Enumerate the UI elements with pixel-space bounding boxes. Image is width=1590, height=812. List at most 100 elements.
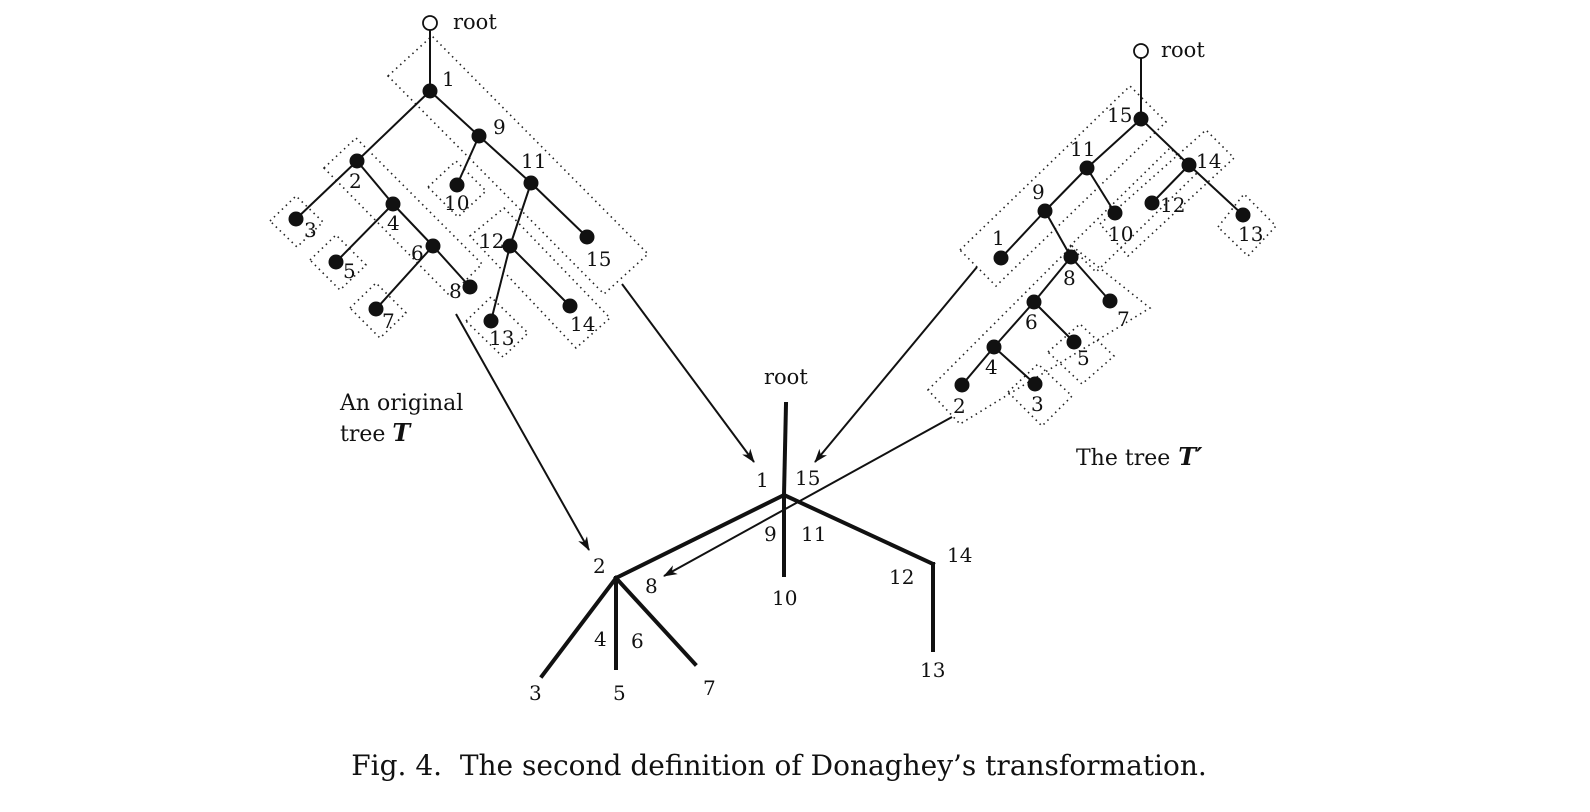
node-label: 4: [985, 355, 998, 379]
edge: [1070, 256, 1111, 302]
node-label: 3: [1031, 392, 1044, 416]
edge: [1033, 301, 1075, 343]
figure-caption: Fig. 4. The second definition of Donaghe…: [351, 749, 1207, 782]
arrow-to-node-15: [814, 266, 978, 463]
node-label: 10: [772, 586, 797, 610]
tree-node: [562, 298, 578, 314]
node-label: 1: [756, 468, 769, 492]
node-label: 8: [1063, 266, 1076, 290]
node-label: 4: [594, 627, 607, 651]
node-label: 4: [387, 211, 400, 235]
tree-node: [471, 128, 487, 144]
edge: [993, 301, 1035, 348]
node-label: 2: [953, 394, 966, 418]
node-label: 6: [411, 241, 424, 265]
tree-node: [1144, 195, 1160, 211]
tree-symbol: T: [392, 418, 412, 447]
node-label: 13: [920, 658, 945, 682]
edge: [1140, 118, 1190, 166]
node-label: 6: [1025, 310, 1038, 334]
result-edge: [613, 492, 787, 581]
node-label: 7: [382, 309, 395, 333]
result-edge: [613, 575, 698, 667]
left-tree-edges: [295, 24, 588, 322]
arrow-to-node-1: [621, 283, 755, 463]
result-edge: [539, 575, 619, 679]
node-label: 5: [1077, 346, 1090, 370]
edge: [1188, 164, 1244, 216]
tree-node: [1133, 111, 1149, 127]
dotted-box: [1098, 128, 1236, 258]
node-label: 1: [992, 226, 1005, 250]
right-tree-labels: 15 11 14 9 12 10 13 1 8 7 6 5 4 2 3: [953, 103, 1263, 418]
root-label: root: [453, 10, 497, 34]
node-label: 14: [1196, 149, 1221, 173]
node-label: 12: [479, 229, 504, 253]
result-tree-edges: [539, 401, 936, 679]
mapping-arrows: [455, 266, 978, 577]
edge: [478, 135, 532, 184]
node-label: 13: [1238, 222, 1263, 246]
tree-symbol: T′: [1178, 442, 1203, 471]
edge: [429, 90, 480, 137]
node-label: 13: [489, 326, 514, 350]
transformed-tree-T-prime: root 15 11 14 9 12 10 13 1 8 7 6 5 4 2 3…: [926, 38, 1278, 471]
node-label: 10: [444, 191, 469, 215]
node-label: 10: [1108, 222, 1133, 246]
tree-node: [954, 377, 970, 393]
edge: [993, 346, 1036, 385]
edge: [1033, 256, 1072, 303]
tree-node: [1037, 203, 1053, 219]
dotted-box: [1216, 192, 1278, 258]
dotted-box: [268, 194, 325, 249]
node-label: 11: [1070, 137, 1095, 161]
tree-node: [1181, 157, 1197, 173]
edge: [392, 203, 434, 247]
edge: [1044, 210, 1072, 258]
result-tree: root 1 15 9 11 10 14 12 13 2 8 4 6 3 5 7: [529, 365, 972, 705]
tree-node: [422, 83, 438, 99]
dotted-box: [308, 233, 368, 292]
left-tree-labels: 1 9 2 10 11 3 4 12 15 5 6 8 7 13 14: [304, 67, 611, 350]
tree-node: [349, 153, 365, 169]
left-tree-nodes: [288, 83, 595, 329]
dotted-box: [1068, 146, 1198, 274]
tree-node: [1102, 293, 1118, 309]
node-label: 12: [889, 565, 914, 589]
node-label: 14: [947, 543, 972, 567]
tree-node: [288, 211, 304, 227]
edge: [509, 182, 532, 247]
root-node: [1133, 43, 1149, 59]
node-label: 15: [1107, 103, 1132, 127]
node-label: 1: [442, 67, 455, 91]
node-label: 14: [570, 312, 595, 336]
node-label: 5: [613, 681, 626, 705]
dotted-box: [1046, 322, 1116, 386]
node-label: 15: [795, 466, 820, 490]
node-label: 8: [645, 574, 658, 598]
result-tree-labels: 1 15 9 11 10 14 12 13 2 8 4 6 3 5 7: [529, 466, 972, 705]
dotted-box: [386, 34, 650, 296]
edge: [356, 160, 394, 205]
tree-node: [462, 279, 478, 295]
arrow-to-node-2: [455, 313, 590, 551]
tree-node: [986, 339, 1002, 355]
root-node: [422, 15, 438, 31]
root-label: root: [1161, 38, 1205, 62]
edge: [490, 245, 511, 322]
dotted-box: [348, 281, 408, 340]
edge: [1086, 118, 1142, 169]
node-label: 7: [703, 676, 716, 700]
node-label: 11: [801, 522, 826, 546]
edge: [1151, 164, 1190, 204]
node-label: 7: [1117, 307, 1130, 331]
arrow-to-node-8: [663, 416, 953, 577]
tree-node: [328, 254, 344, 270]
edge: [295, 160, 358, 220]
edge: [961, 346, 995, 386]
dotted-box: [464, 295, 530, 359]
edge: [1044, 167, 1088, 212]
node-label: 2: [593, 554, 606, 578]
